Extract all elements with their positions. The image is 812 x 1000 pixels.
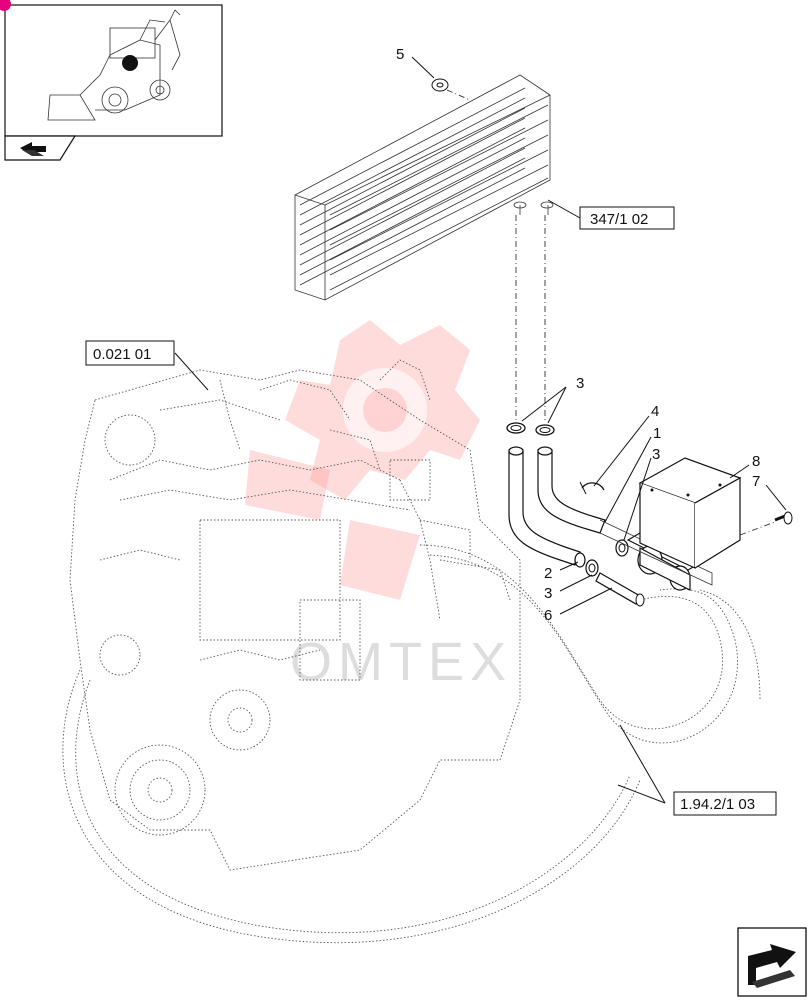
clip-part-4 bbox=[579, 481, 605, 495]
callout-2: 2 bbox=[544, 565, 552, 582]
engine-assembly bbox=[69, 359, 521, 871]
reference-hose-label: 1.94.2/1 03 bbox=[680, 796, 755, 813]
hose-clamps-3 bbox=[506, 422, 555, 436]
watermark-logo bbox=[245, 320, 480, 600]
callout-1: 1 bbox=[653, 425, 661, 442]
callout-8: 8 bbox=[752, 453, 760, 470]
clamp-part-2 bbox=[574, 552, 586, 568]
reference-radiator-label: 347/1 02 bbox=[590, 211, 648, 228]
bolt-part-7 bbox=[774, 511, 793, 525]
oil-cooler-radiator bbox=[294, 74, 554, 301]
backhoe-loader-icon bbox=[47, 9, 181, 121]
reference-engine-label: 0.021 01 bbox=[93, 346, 151, 363]
location-marker-dot bbox=[122, 55, 138, 71]
pipe-part-6 bbox=[595, 572, 645, 607]
return-hose-routing bbox=[62, 544, 761, 944]
reference-box-hose[interactable]: 1.94.2/1 03 bbox=[673, 791, 777, 816]
corner-marker bbox=[0, 0, 11, 11]
callout-3-top: 3 bbox=[576, 375, 584, 392]
callout-3-lower: 3 bbox=[544, 585, 552, 602]
clamp-part-3-lower bbox=[585, 559, 599, 577]
reference-box-engine[interactable]: 0.021 01 bbox=[85, 340, 175, 366]
callout-5: 5 bbox=[396, 46, 404, 63]
page-forward-arrow-icon[interactable] bbox=[737, 927, 807, 997]
reference-box-radiator[interactable]: 347/1 02 bbox=[579, 206, 675, 230]
callout-3-right: 3 bbox=[652, 446, 660, 463]
washer-part-5 bbox=[431, 78, 471, 101]
machine-thumbnail[interactable] bbox=[0, 0, 223, 161]
callout-6: 6 bbox=[544, 607, 552, 624]
callout-7: 7 bbox=[752, 473, 760, 490]
page-back-arrow-icon[interactable] bbox=[4, 135, 77, 161]
hose-pair bbox=[508, 446, 606, 566]
oil-cooler-housing-part-8 bbox=[638, 457, 776, 569]
callout-4: 4 bbox=[651, 403, 659, 420]
clamp-part-3-mid bbox=[615, 539, 629, 557]
watermark-text: OMTEX bbox=[290, 632, 512, 692]
